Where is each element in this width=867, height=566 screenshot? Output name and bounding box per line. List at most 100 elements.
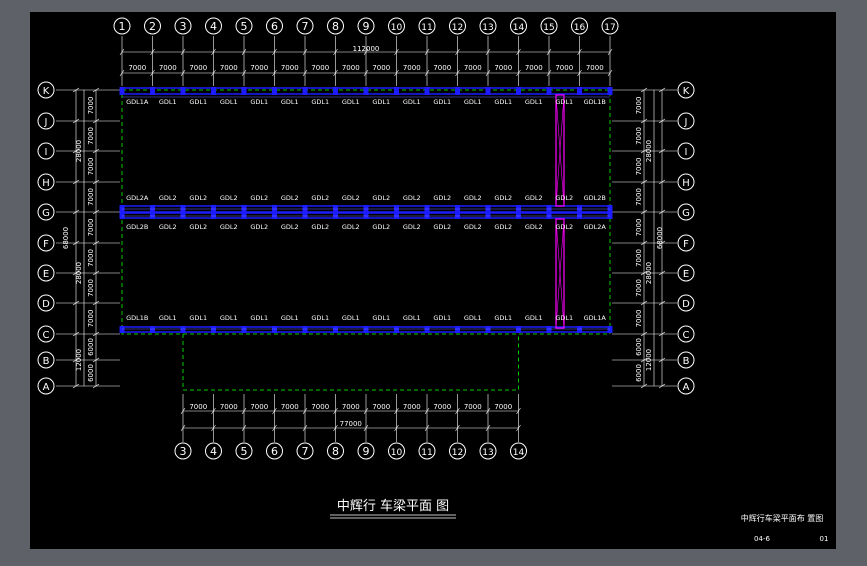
row-span-dim-label: 7000	[635, 219, 643, 237]
row-span-dim-label: 7000	[87, 310, 95, 328]
bottom-axis-bubble	[266, 442, 283, 460]
bottom-span-dim-label: 7000	[372, 403, 390, 411]
row-axis-label-left: H	[42, 178, 50, 189]
bottom-axis-bubble	[388, 442, 405, 460]
bottom-axis-bubble	[418, 442, 436, 460]
row-span-dim-label: 7000	[87, 219, 95, 237]
beam-column-marker	[394, 326, 399, 333]
top-axis-bubble	[510, 17, 527, 35]
row-span-dim-label: 7000	[87, 97, 95, 115]
beam-label: GDL1	[281, 314, 299, 322]
beam-label: GDL2A	[584, 223, 607, 231]
beam-label: GDL1	[494, 98, 512, 106]
bottom-span-dim-label: 7000	[403, 403, 421, 411]
beam-label: GDL2	[342, 194, 360, 202]
beam-label: GDL1B	[584, 98, 606, 106]
row-axis-bubble-left	[37, 264, 55, 282]
beam-label: GDL1	[494, 314, 512, 322]
row-axis-label-left: E	[43, 269, 49, 280]
beam-column-marker	[180, 212, 186, 219]
top-axis-label: 14	[513, 23, 525, 33]
top-span-dim-label: 7000	[159, 64, 177, 72]
beam-column-marker	[363, 87, 369, 95]
bracing-frame	[555, 218, 565, 329]
row-axis-label-right: K	[683, 86, 690, 97]
beam-column-marker	[424, 87, 430, 95]
building-outline-annex	[182, 334, 519, 391]
beam-column-marker	[485, 212, 491, 219]
beam-label: GDL1	[403, 314, 421, 322]
row-axis-bubble-left	[37, 234, 55, 252]
top-axis-bubble	[235, 17, 253, 35]
row-span-dim-label: 7000	[87, 127, 95, 145]
row-span-dim-label: 6000	[87, 338, 95, 356]
beam-column-marker	[546, 212, 552, 219]
top-axis-bubble	[479, 17, 497, 35]
beam-label: GDL1	[250, 98, 268, 106]
top-span-dim-label: 7000	[311, 64, 329, 72]
top-span-dim-label: 7000	[586, 64, 604, 72]
beam-label: GDL1	[220, 98, 238, 106]
bottom-span-dim-label: 7000	[189, 403, 207, 411]
top-span-dim-label: 7000	[128, 64, 146, 72]
beam-label: GDL1	[220, 314, 238, 322]
row-axis-bubble-right	[677, 81, 695, 99]
beam-label: GDL2	[281, 223, 299, 231]
top-axis-bubble	[571, 17, 588, 35]
beam-column-marker	[363, 326, 369, 333]
row-axis-bubble-right	[677, 173, 695, 191]
row-axis-label-left: J	[44, 117, 48, 128]
row-axis-label-right: A	[683, 382, 690, 393]
beam-label: GDL1	[525, 314, 543, 322]
top-span-dim-label: 7000	[342, 64, 360, 72]
bottom-axis-label: 13	[482, 448, 493, 458]
beam-label: GDL2	[525, 194, 543, 202]
row-axis-label-left: I	[45, 147, 48, 158]
beam-column-marker	[272, 87, 277, 95]
beam-column-marker	[211, 87, 216, 95]
beam-label: GDL2	[311, 223, 329, 231]
top-axis-bubble	[327, 17, 344, 35]
beam-label: GDL2	[159, 223, 177, 231]
beam-label: GDL1A	[126, 98, 149, 106]
beam-label: GDL2	[494, 194, 512, 202]
beam-column-marker	[333, 326, 338, 333]
top-axis-label: 15	[543, 23, 554, 33]
beam-label: GDL2	[555, 223, 573, 231]
row-span-dim-label: 7000	[635, 310, 643, 328]
beam-column-marker	[607, 87, 613, 95]
top-span-dim-label: 7000	[372, 64, 390, 72]
beam-column-marker	[241, 212, 247, 219]
beam-label: GDL2	[250, 194, 268, 202]
top-axis-label: 6	[271, 20, 278, 33]
bottom-axis-label: 9	[363, 445, 370, 458]
top-span-dim-label: 7000	[555, 64, 573, 72]
bottom-axis-label: 4	[210, 445, 217, 458]
top-span-dim-label: 7000	[525, 64, 543, 72]
top-axis-bubble	[388, 17, 405, 35]
bracing-diagonal	[555, 94, 565, 207]
beam-column-marker	[424, 212, 430, 219]
beam-label: GDL2	[464, 223, 482, 231]
bottom-axis-label: 12	[452, 448, 463, 458]
beam-column-marker	[119, 326, 125, 333]
beam-column-marker	[119, 87, 125, 95]
bottom-axis-label: 6	[271, 445, 278, 458]
beam-column-marker	[119, 212, 125, 219]
row-axis-bubble-left	[37, 325, 55, 343]
row-axis-label-left: D	[42, 299, 50, 310]
beam-column-marker	[394, 212, 399, 219]
row-axis-bubble-right	[677, 264, 695, 282]
drawing-title: 中辉行 车梁平面 图	[337, 498, 449, 514]
top-axis-bubble	[174, 17, 192, 35]
bottom-span-dim-label: 7000	[464, 403, 482, 411]
beam-label: GDL1	[189, 314, 207, 322]
beam-column-marker	[485, 87, 491, 95]
beam-label: GDL1B	[126, 314, 148, 322]
beam-column-marker	[455, 87, 460, 95]
top-axis-label: 5	[241, 20, 248, 33]
beam-column-marker	[302, 87, 308, 95]
top-axis-label: 1	[119, 20, 126, 33]
